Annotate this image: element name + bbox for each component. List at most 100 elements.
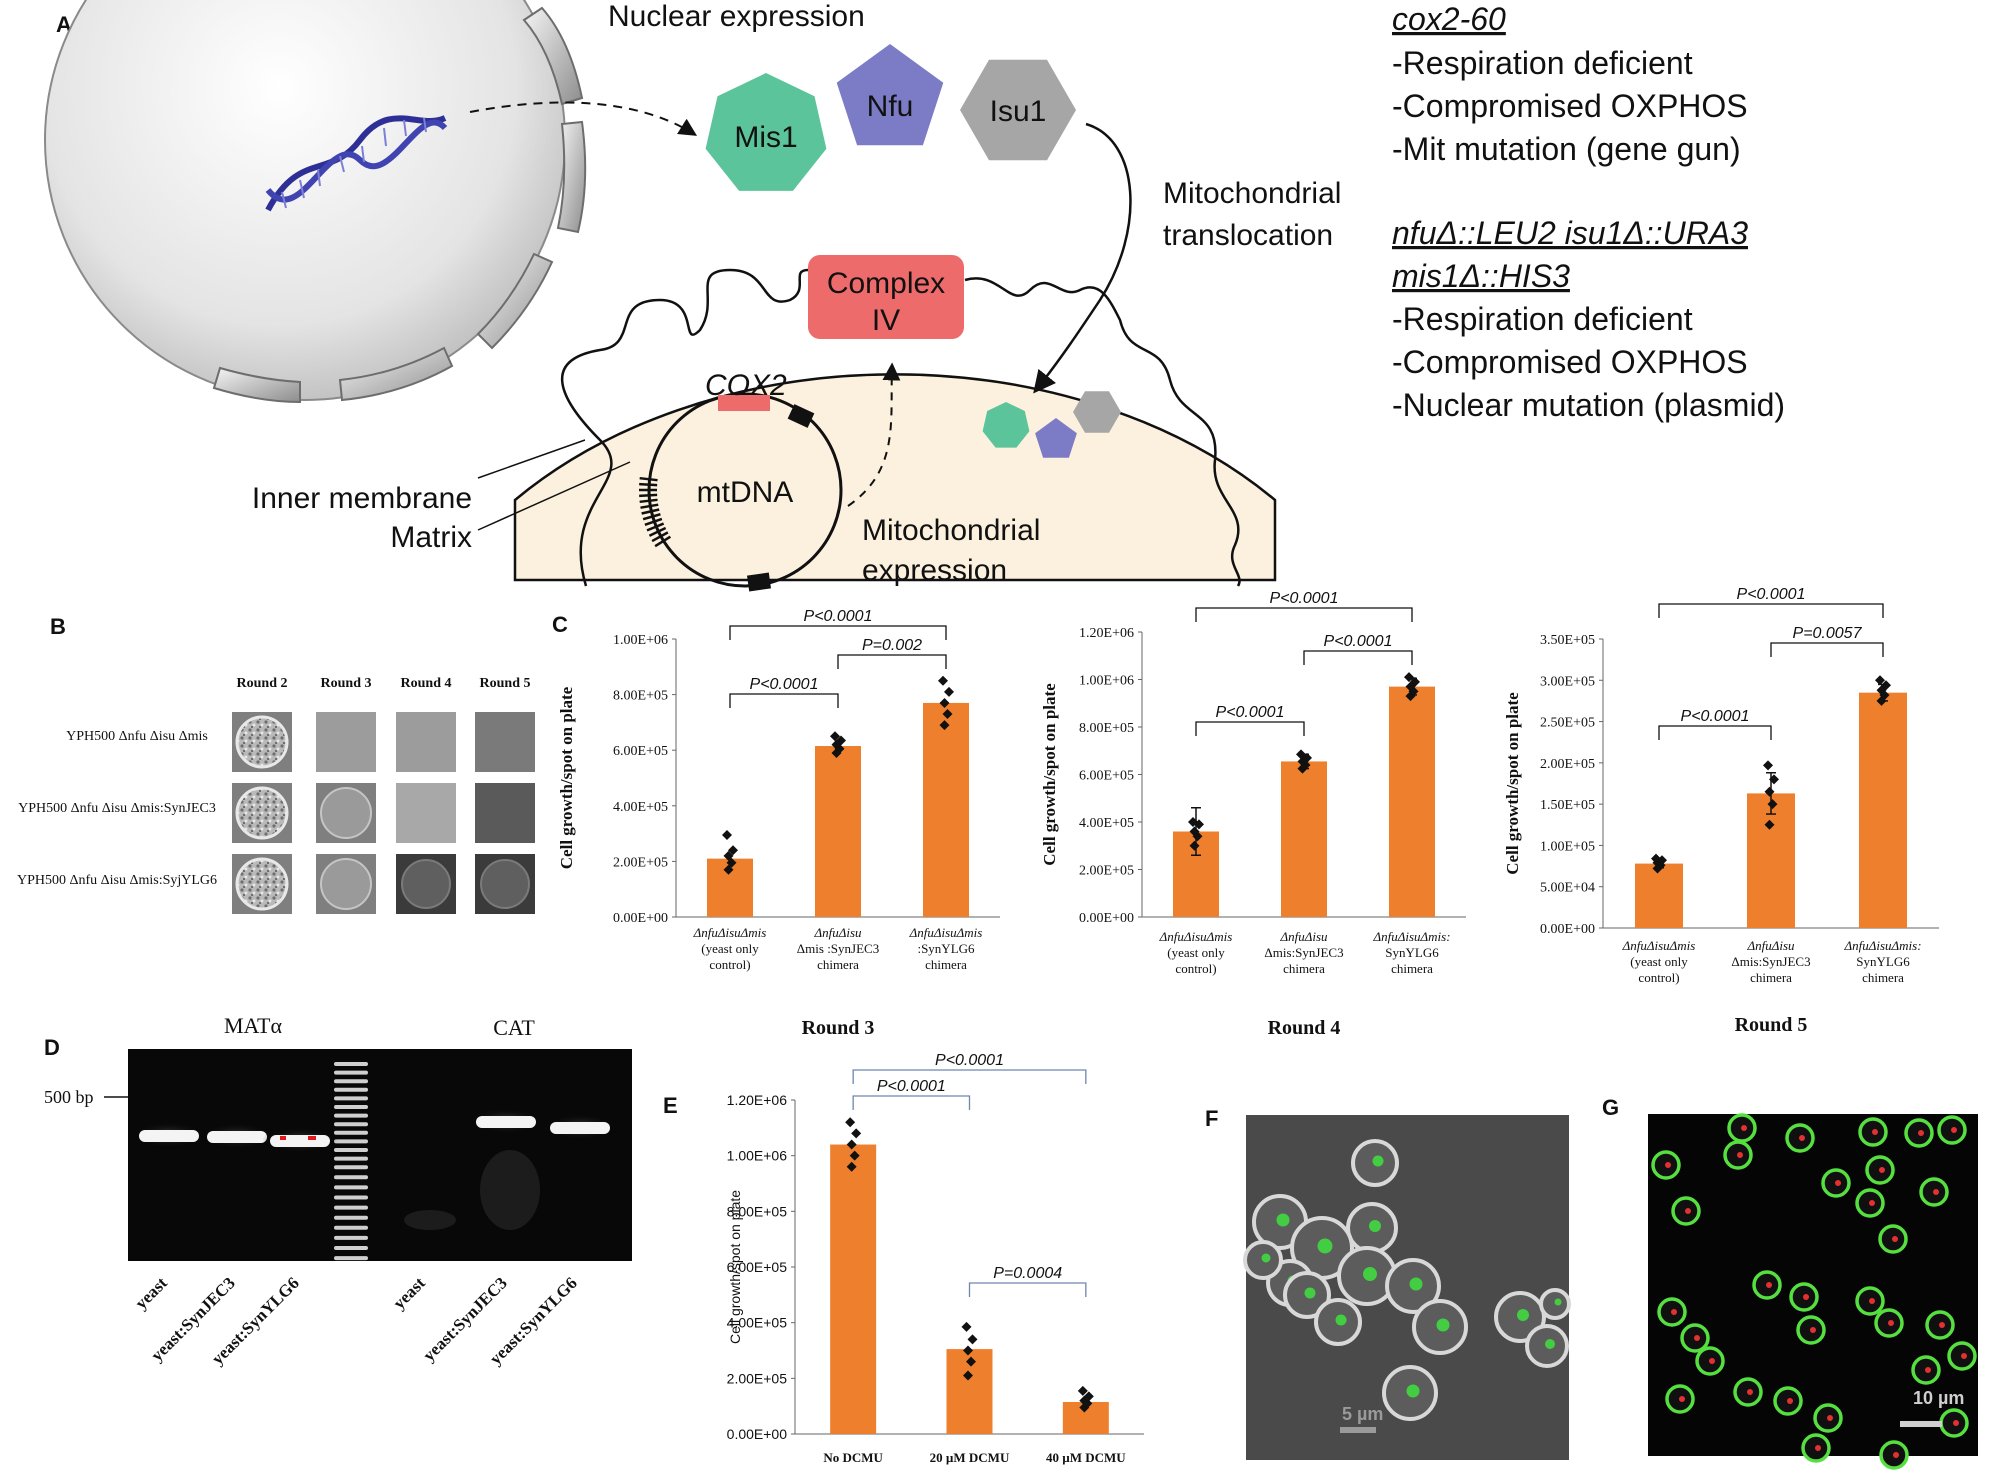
nuclear-pores	[212, 6, 587, 404]
significance-bracket	[837, 654, 947, 669]
colony-spot	[401, 859, 451, 909]
ladder-band	[334, 1235, 368, 1240]
y-tick-label: 5.00E+04	[1540, 881, 1595, 896]
gfp-signal	[1406, 1384, 1420, 1398]
data-point	[1769, 774, 1779, 785]
gel-lane-label: yeast	[131, 1273, 171, 1313]
hatch-mark	[641, 508, 660, 515]
chart-title: Round 3	[802, 1017, 875, 1039]
data-point	[728, 845, 738, 856]
matrix-label: Matrix	[390, 521, 472, 554]
y-tick-label: 0.00E+00	[1540, 922, 1595, 937]
mito-signal	[1893, 1452, 1899, 1458]
mis1-small-icon	[982, 402, 1030, 448]
category-label: :SynYLG6	[917, 941, 975, 956]
gfp-signal	[1369, 1220, 1381, 1232]
ladder-band	[334, 1156, 368, 1161]
translocation-arrow	[1033, 122, 1132, 394]
data-point	[1763, 760, 1773, 771]
scale-label-f: 5 µm	[1342, 1404, 1383, 1424]
y-tick-label: 2.00E+05	[613, 855, 668, 870]
data-point	[1189, 826, 1200, 837]
gfp-signal	[1517, 1309, 1529, 1321]
cox2-gene-label: COX2	[705, 369, 787, 402]
gel-lane-label: yeast	[389, 1273, 429, 1313]
mtdna-marker-1	[787, 404, 815, 428]
spot-assay-grid: Round 2 Round 3 Round 4 Round 5 YPH500 Δ…	[17, 676, 535, 914]
y-tick-label: 0.00E+00	[613, 911, 668, 926]
mito-signal	[1951, 1127, 1957, 1133]
gfp-signal	[1335, 1314, 1347, 1326]
p-value-label: P=0.002	[862, 637, 922, 654]
mis1-label: Mis1	[734, 121, 797, 154]
matrix-pointer	[477, 461, 631, 531]
inner-membrane-label: Inner membrane	[252, 482, 472, 515]
ladder-band	[334, 1215, 368, 1220]
complex-iv-label-1: Complex	[827, 267, 945, 300]
chart-title: Round 5	[1735, 1014, 1808, 1036]
ladder-band	[334, 1105, 368, 1109]
data-point	[1764, 786, 1775, 797]
hatch-mark	[644, 517, 663, 527]
p-value-label: P<0.0001	[1737, 586, 1806, 603]
data-point	[938, 675, 948, 686]
hatch-mark	[654, 535, 672, 548]
y-axis-label: Cell growth/spot on plate	[1503, 692, 1522, 875]
dna-band	[270, 1135, 330, 1147]
chart-dcmu: 0.00E+002.00E+054.00E+056.00E+058.00E+05…	[727, 1052, 1144, 1465]
y-tick-label: 1.50E+05	[1540, 798, 1595, 813]
data-point	[830, 731, 840, 742]
data-point	[845, 1117, 856, 1128]
mito-signal	[1671, 1309, 1677, 1315]
category-label: (yeast only	[1167, 945, 1225, 960]
y-tick-label: 6.00E+05	[727, 1259, 788, 1275]
data-point	[851, 1128, 862, 1139]
ladder-band	[334, 1246, 368, 1250]
data-point	[963, 1345, 973, 1356]
panel-f-letter: F	[1205, 1106, 1218, 1131]
data-point	[967, 1334, 978, 1345]
y-tick-label: 6.00E+05	[613, 744, 668, 759]
spot-col-round-3: Round 3	[321, 676, 372, 691]
gfp-signal	[1545, 1339, 1555, 1349]
bar	[1747, 793, 1795, 928]
lane-smear	[480, 1150, 540, 1230]
hatch-mark	[639, 493, 658, 498]
significance-bracket	[1770, 642, 1884, 657]
y-axis-label: Cell growth/spot on plate	[557, 686, 576, 869]
chart-round-3: 0.00E+002.00E+054.00E+056.00E+058.00E+05…	[557, 608, 1000, 1039]
mito-signal	[1925, 1367, 1931, 1373]
complex-iv-box	[808, 255, 964, 339]
spot-row-2: YPH500 Δnfu Δisu Δmis:SynJEC3	[18, 801, 216, 816]
spot-tile	[396, 783, 456, 843]
isu1-hexagon-icon	[960, 59, 1076, 161]
spot-tile	[396, 712, 456, 772]
ladder-band	[334, 1113, 368, 1118]
mito-signal	[1685, 1208, 1691, 1214]
y-tick-label: 8.00E+05	[727, 1203, 788, 1219]
bar	[1389, 686, 1435, 917]
mitochondrion-illustration: Complex IV COX2 mtDNA	[513, 255, 1277, 592]
mito-signal	[1827, 1415, 1833, 1421]
category-label: No DCMU	[823, 1450, 883, 1465]
ladder-band	[334, 1087, 368, 1092]
mito-signal	[1787, 1398, 1793, 1404]
bar	[830, 1144, 877, 1434]
chart-round-5: 0.00E+005.00E+041.00E+051.50E+052.00E+05…	[1503, 586, 1939, 1036]
category-label: control)	[1638, 970, 1679, 985]
data-point	[723, 850, 734, 861]
protein-isu1: Isu1	[960, 59, 1076, 161]
data-point	[1875, 675, 1885, 686]
data-point	[1410, 676, 1420, 687]
p-value-label: P<0.0001	[1216, 704, 1285, 721]
bar	[815, 746, 861, 917]
data-point	[722, 829, 732, 840]
mito-expression-label-1: Mitochondrial	[862, 514, 1040, 547]
panel-b: B Round 2 Round 3 Round 4 Round 5 YPH500…	[17, 614, 535, 914]
category-label: ΔnfuΔisuΔmis	[1622, 938, 1696, 953]
gel-right-title: CAT	[493, 1015, 535, 1040]
mito-signal	[1879, 1167, 1885, 1173]
strain1-line-3: -Mit mutation (gene gun)	[1392, 131, 1741, 167]
category-label: chimera	[1862, 970, 1904, 985]
